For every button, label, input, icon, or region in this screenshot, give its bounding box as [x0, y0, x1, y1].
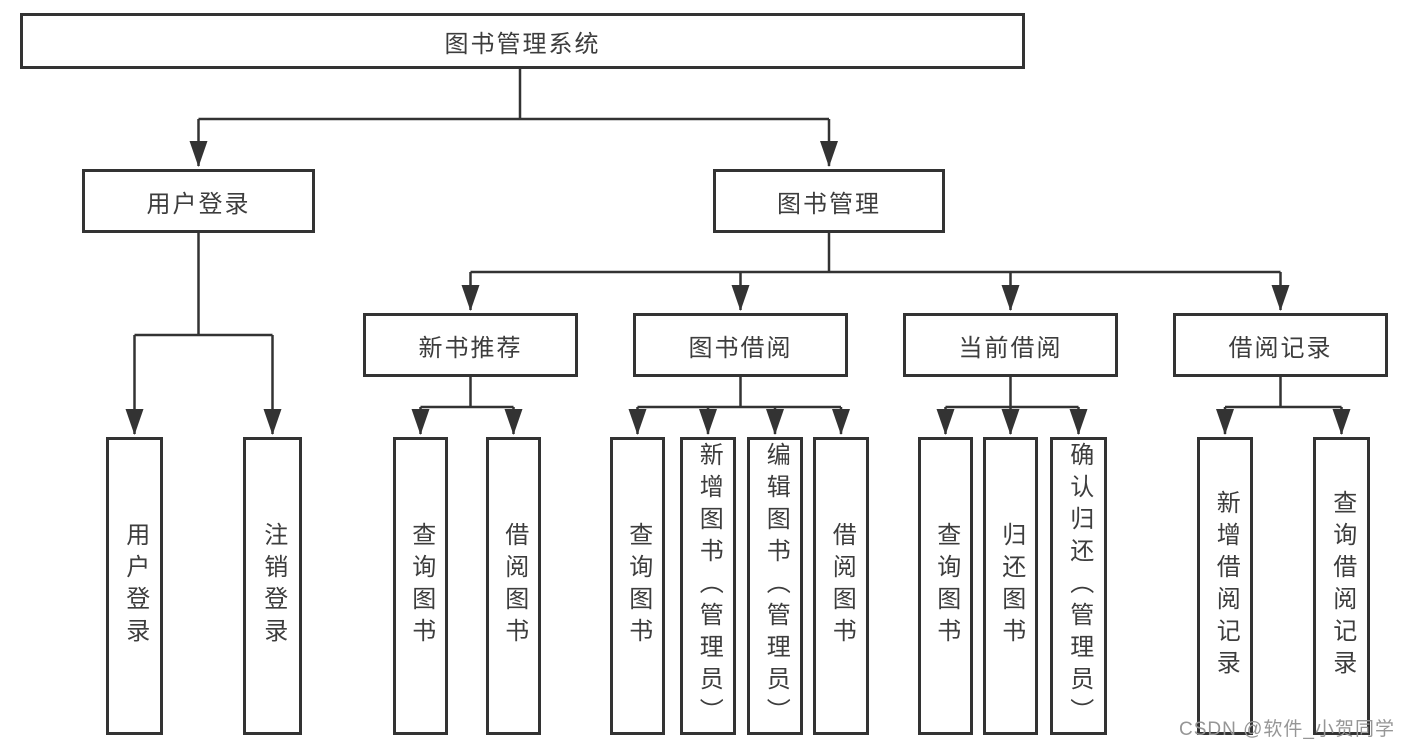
leaf-label: 查询图书	[624, 522, 652, 650]
leaf-label: 编辑图书（管理员）	[762, 442, 790, 730]
node-label: 新书推荐	[418, 334, 523, 362]
node-new-book-recommend: 新书推荐	[363, 313, 578, 377]
leaf-borrow-borrow-books: 借阅图书	[813, 437, 869, 735]
leaf-label: 查询图书	[407, 522, 435, 650]
leaf-label: 注销登录	[259, 522, 287, 650]
node-library-management-system: 图书管理系统	[20, 13, 1025, 69]
leaf-label: 确认归还（管理员）	[1065, 442, 1093, 730]
node-label: 当前借阅	[958, 334, 1063, 362]
leaf-current-return-books: 归还图书	[983, 437, 1038, 735]
leaf-recommend-query-books: 查询图书	[393, 437, 448, 735]
connector-user-login	[125, 232, 282, 435]
leaf-label: 借阅图书	[828, 522, 856, 650]
connector-root-to-level2	[189, 69, 838, 167]
node-user-login: 用户登录	[82, 169, 315, 233]
leaf-label: 用户登录	[121, 522, 149, 650]
leaf-current-confirm-return-admin: 确认归还（管理员）	[1050, 437, 1107, 735]
leaf-borrow-edit-books-admin: 编辑图书（管理员）	[747, 437, 803, 735]
node-current-borrow: 当前借阅	[903, 313, 1118, 377]
leaf-label: 新增图书（管理员）	[695, 442, 723, 730]
leaf-label: 查询借阅记录	[1328, 490, 1356, 682]
leaf-recommend-borrow-books: 借阅图书	[486, 437, 541, 735]
node-label: 图书借阅	[688, 334, 793, 362]
connector-current-borrow	[936, 377, 1088, 435]
connector-book-borrow	[628, 377, 850, 435]
node-book-management: 图书管理	[713, 169, 945, 233]
leaf-borrow-add-books-admin: 新增图书（管理员）	[680, 437, 736, 735]
node-book-borrow: 图书借阅	[633, 313, 848, 377]
leaf-records-add-record: 新增借阅记录	[1197, 437, 1253, 735]
leaf-borrow-query-books: 查询图书	[610, 437, 665, 735]
connector-book-management	[461, 232, 1290, 311]
leaf-label: 借阅图书	[500, 522, 528, 650]
node-label: 借阅记录	[1228, 334, 1333, 362]
leaf-records-query-record: 查询借阅记录	[1313, 437, 1370, 735]
leaf-label: 查询图书	[932, 522, 960, 650]
leaf-user-login: 用户登录	[106, 437, 163, 735]
leaf-logout: 注销登录	[243, 437, 302, 735]
connector-borrow-records	[1216, 377, 1351, 435]
leaf-label: 新增借阅记录	[1212, 490, 1240, 682]
node-label: 用户登录	[146, 190, 251, 218]
node-label: 图书管理系统	[444, 30, 601, 58]
node-label: 图书管理	[777, 190, 881, 218]
leaf-current-query-books: 查询图书	[918, 437, 973, 735]
watermark: CSDN @软件_小贺同学	[1179, 719, 1395, 740]
leaf-label: 归还图书	[997, 522, 1025, 650]
node-borrow-records: 借阅记录	[1173, 313, 1388, 377]
connector-new-book-recommend	[411, 377, 523, 435]
